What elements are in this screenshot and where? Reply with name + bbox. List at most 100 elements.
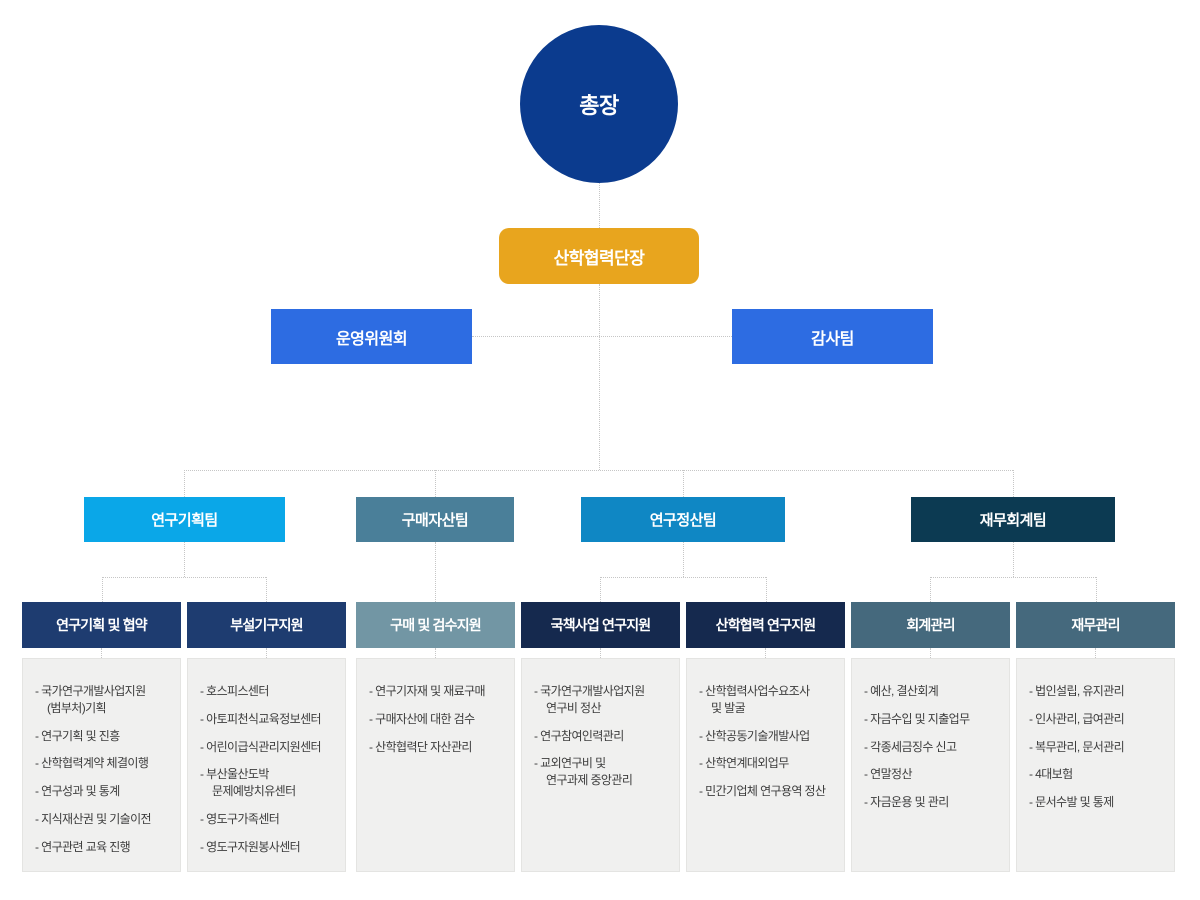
connector-line bbox=[600, 577, 601, 602]
duty-item: - 영도구가족센터 bbox=[200, 811, 280, 826]
duty-item: - 연구참여인력관리 bbox=[534, 728, 624, 743]
duty-item: - 산학협력계약 체결이행 bbox=[35, 756, 149, 771]
duty-item: - 산학협력단 자산관리 bbox=[369, 739, 472, 754]
connector-line bbox=[102, 577, 103, 602]
dept-header-research-planning-agreement: 연구기획 및 협약 bbox=[22, 602, 181, 648]
steering-committee-label: 운영위원회 bbox=[335, 330, 408, 348]
chancellor-label: 총장 bbox=[579, 93, 619, 118]
dept-label: 산학협력 연구지원 bbox=[715, 617, 817, 633]
dept-header-industry-academic-research: 산학협력 연구지원 bbox=[686, 602, 845, 648]
connector-line bbox=[266, 648, 267, 658]
duty-item: - 자금운용 및 관리 bbox=[864, 795, 949, 810]
connector-line bbox=[102, 577, 266, 578]
connector-line bbox=[765, 648, 766, 658]
connector-line bbox=[683, 470, 684, 497]
duty-item: - 영도구자원봉사센터 bbox=[200, 839, 301, 854]
dept-label: 연구기획 및 협약 bbox=[56, 617, 148, 633]
connector-line bbox=[930, 577, 931, 602]
dept-label: 국책사업 연구지원 bbox=[550, 617, 652, 633]
connector-line bbox=[184, 470, 1013, 471]
dept-list-industry-academic-research: - 산학협력사업수요조사 및 발굴 - 산학공동기술개발사업 - 산학연계대외업… bbox=[686, 658, 845, 872]
duty-item: - 국가연구개발사업지원 연구비 정산 bbox=[534, 684, 645, 715]
chancellor-node: 총장 bbox=[520, 25, 678, 183]
connector-line bbox=[184, 470, 185, 497]
duty-item: - 산학연계대외업무 bbox=[699, 756, 789, 771]
duty-item: - 각종세금징수 신고 bbox=[864, 739, 957, 754]
duty-list: - 국가연구개발사업지원 (범부처)기획 - 연구기획 및 진흥 - 산학협력계… bbox=[23, 659, 180, 856]
dept-label: 구매 및 검수지원 bbox=[390, 617, 482, 633]
duty-item: - 구매자산에 대한 검수 bbox=[369, 711, 475, 726]
team-label: 연구정산팀 bbox=[649, 512, 717, 529]
duty-item: - 연구성과 및 통계 bbox=[35, 784, 120, 799]
duty-item: - 부산울산도박 문제예방치유센터 bbox=[200, 767, 296, 799]
director-node: 산학협력단장 bbox=[499, 228, 699, 284]
connector-line bbox=[1096, 577, 1097, 602]
connector-line bbox=[101, 648, 102, 658]
dept-list-purchase-inspection: - 연구기자재 및 재료구매 - 구매자산에 대한 검수 - 산학협력단 자산관… bbox=[356, 658, 515, 872]
dept-list-finance-management: - 법인설립, 유지관리 - 인사관리, 급여관리 - 복무관리, 문서관리 -… bbox=[1016, 658, 1175, 872]
duty-item: - 연구관련 교육 진행 bbox=[35, 839, 131, 854]
director-label: 산학협력단장 bbox=[553, 248, 645, 268]
dept-header-affiliated-organizations: 부설기구지원 bbox=[187, 602, 346, 648]
connector-line bbox=[930, 577, 1096, 578]
connector-line bbox=[435, 470, 436, 497]
duty-item: - 민간기업체 연구용역 정산 bbox=[699, 784, 826, 799]
duty-item: - 자금수입 및 지출업무 bbox=[864, 711, 970, 726]
dept-list-research-planning-agreement: - 국가연구개발사업지원 (범부처)기획 - 연구기획 및 진흥 - 산학협력계… bbox=[22, 658, 181, 872]
connector-line bbox=[266, 577, 267, 602]
dept-header-accounting-management: 회계관리 bbox=[851, 602, 1010, 648]
team-label: 구매자산팀 bbox=[401, 512, 469, 529]
dept-header-purchase-inspection: 구매 및 검수지원 bbox=[356, 602, 515, 648]
dept-list-affiliated-organizations: - 호스피스센터 - 아토피천식교육정보센터 - 어린이급식관리지원센터 - 부… bbox=[187, 658, 346, 872]
duty-item: - 지식재산권 및 기술이전 bbox=[35, 811, 152, 826]
audit-team-node: 감사팀 bbox=[732, 309, 933, 364]
connector-line bbox=[472, 336, 732, 337]
connector-line bbox=[683, 542, 684, 577]
duty-item: - 호스피스센터 bbox=[200, 684, 269, 698]
dept-list-national-project-research: - 국가연구개발사업지원 연구비 정산 - 연구참여인력관리 - 교외연구비 및… bbox=[521, 658, 680, 872]
duty-item: - 예산, 결산회계 bbox=[864, 684, 939, 698]
duty-list: - 법인설립, 유지관리 - 인사관리, 급여관리 - 복무관리, 문서관리 -… bbox=[1017, 659, 1174, 811]
team-label: 재무회계팀 bbox=[979, 512, 1047, 529]
team-node-research-settlement: 연구정산팀 bbox=[581, 497, 785, 542]
team-label: 연구기획팀 bbox=[151, 512, 218, 529]
connector-line bbox=[766, 577, 767, 602]
team-node-purchase-asset: 구매자산팀 bbox=[356, 497, 514, 542]
duty-item: - 인사관리, 급여관리 bbox=[1029, 711, 1125, 726]
connector-line bbox=[599, 183, 600, 228]
dept-label: 회계관리 bbox=[906, 617, 955, 633]
duty-item: - 4대보험 bbox=[1029, 767, 1073, 782]
connector-line bbox=[600, 577, 766, 578]
connector-line bbox=[930, 648, 931, 658]
steering-committee-node: 운영위원회 bbox=[271, 309, 472, 364]
duty-item: - 법인설립, 유지관리 bbox=[1029, 684, 1125, 698]
dept-label: 재무관리 bbox=[1071, 617, 1120, 633]
duty-item: - 문서수발 및 통제 bbox=[1029, 795, 1114, 810]
duty-item: - 산학협력사업수요조사 및 발굴 bbox=[699, 684, 810, 715]
duty-item: - 아토피천식교육정보센터 bbox=[200, 711, 322, 726]
dept-header-national-project-research: 국책사업 연구지원 bbox=[521, 602, 680, 648]
dept-header-finance-management: 재무관리 bbox=[1016, 602, 1175, 648]
audit-team-label: 감사팀 bbox=[811, 330, 854, 348]
duty-item: - 국가연구개발사업지원 (범부처)기획 bbox=[35, 684, 146, 715]
duty-item: - 연구기획 및 진흥 bbox=[35, 728, 120, 743]
dept-label: 부설기구지원 bbox=[230, 617, 303, 633]
team-node-research-planning: 연구기획팀 bbox=[84, 497, 285, 542]
dept-list-accounting-management: - 예산, 결산회계 - 자금수입 및 지출업무 - 각종세금징수 신고 - 연… bbox=[851, 658, 1010, 872]
connector-line bbox=[600, 648, 601, 658]
connector-line bbox=[435, 542, 436, 602]
connector-line bbox=[435, 648, 436, 658]
duty-item: - 연말정산 bbox=[864, 767, 912, 782]
connector-line bbox=[1013, 542, 1014, 577]
connector-line bbox=[184, 542, 185, 577]
duty-item: - 산학공동기술개발사업 bbox=[699, 728, 810, 743]
duty-item: - 교외연구비 및 연구과제 중앙관리 bbox=[534, 756, 633, 788]
duty-list: - 국가연구개발사업지원 연구비 정산 - 연구참여인력관리 - 교외연구비 및… bbox=[522, 659, 679, 789]
duty-item: - 연구기자재 및 재료구매 bbox=[369, 684, 486, 698]
team-node-finance-accounting: 재무회계팀 bbox=[911, 497, 1115, 542]
duty-list: - 호스피스센터 - 아토피천식교육정보센터 - 어린이급식관리지원센터 - 부… bbox=[188, 659, 345, 856]
duty-item: - 어린이급식관리지원센터 bbox=[200, 739, 322, 754]
connector-line bbox=[599, 284, 600, 470]
duty-item: - 복무관리, 문서관리 bbox=[1029, 739, 1125, 754]
